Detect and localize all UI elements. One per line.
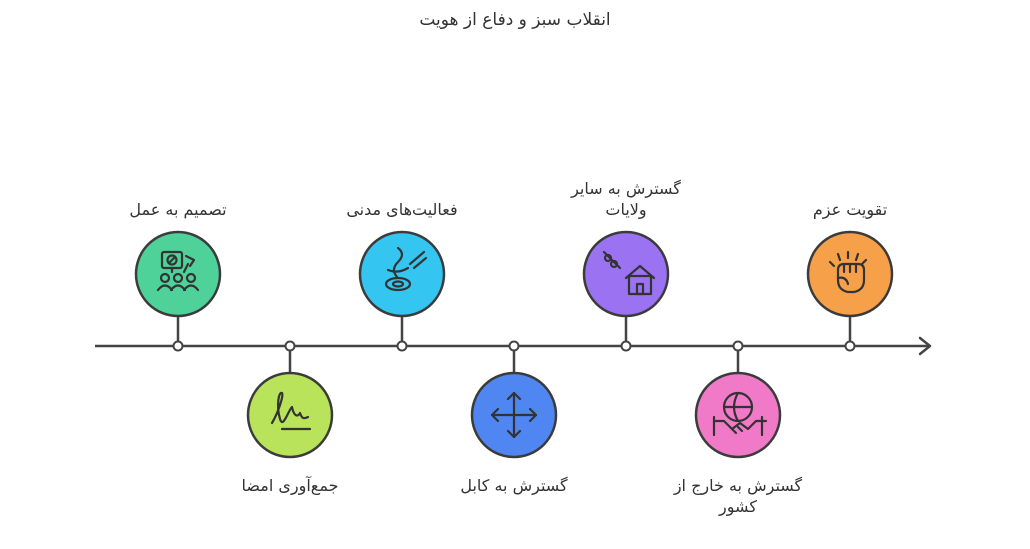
- milestone-7: [806, 230, 894, 352]
- milestone-5: [582, 230, 670, 352]
- milestone-2: [246, 340, 334, 459]
- milestone-4: [470, 340, 558, 459]
- milestone-label: گسترش به خارج از کشور: [673, 476, 803, 516]
- milestone-label: جمع‌آوری امضا: [241, 476, 339, 495]
- milestone-label: گسترش به کابل: [460, 476, 568, 495]
- milestone-3: [358, 230, 446, 352]
- timeline-dot: [396, 340, 408, 352]
- raised-fist-icon: [828, 250, 868, 294]
- signature-icon: [270, 391, 312, 431]
- timeline-dot: [284, 340, 296, 352]
- timeline-dot: [732, 340, 744, 352]
- timeline-arrowhead-icon: [918, 336, 932, 356]
- diagram-title: انقلاب سبز و دفاع از هویت: [419, 10, 611, 30]
- milestone-label: تصمیم به عمل: [129, 200, 227, 219]
- globe-handshake-icon: [712, 391, 768, 437]
- protest-group-icon: [156, 250, 200, 292]
- timeline-dot: [620, 340, 632, 352]
- milestone-circle: [358, 230, 446, 318]
- milestone-label: فعالیت‌های مدنی: [346, 200, 458, 219]
- milestone-circle: [246, 371, 334, 459]
- timeline-dot: [172, 340, 184, 352]
- timeline-dot: [508, 340, 520, 352]
- milestone-1: [134, 230, 222, 352]
- expand-arrows-icon: [490, 391, 538, 439]
- milestone-circle: [806, 230, 894, 318]
- house-with-tool-icon: [602, 250, 656, 296]
- timeline-dot: [844, 340, 856, 352]
- slingshot-icon: [384, 246, 428, 292]
- milestone-label: گسترش به سایر ولایات: [571, 179, 681, 219]
- milestone-6: [694, 340, 782, 459]
- milestone-circle: [694, 371, 782, 459]
- milestone-circle: [582, 230, 670, 318]
- milestone-label: تقویت عزم: [812, 200, 888, 219]
